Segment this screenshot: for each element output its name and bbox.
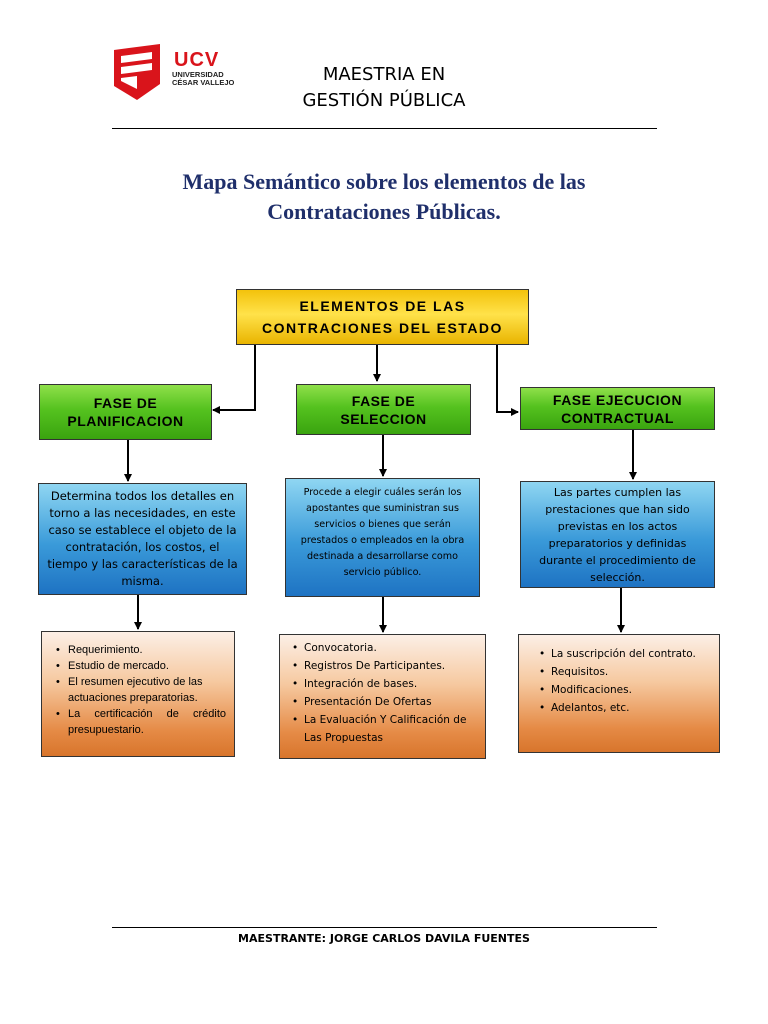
list-ejecucion: La suscripción del contrato. Requisitos.… <box>518 634 720 753</box>
list-seleccion: Convocatoria. Registros De Participantes… <box>279 634 486 759</box>
list-item: Presentación De Ofertas <box>286 693 479 711</box>
phase-planificacion: FASE DE PLANIFICACION <box>39 384 212 440</box>
list-item: Requisitos. <box>533 663 696 681</box>
list-item: La Evaluación Y Calificación de Las Prop… <box>286 711 479 747</box>
list-item: Modificaciones. <box>533 681 696 699</box>
header-divider <box>112 128 657 129</box>
list-item: La certificación de crédito presupuestar… <box>50 706 226 738</box>
list-item: La suscripción del contrato. <box>533 645 696 663</box>
list-item: El resumen ejecutivo de las actuaciones … <box>50 674 226 706</box>
footer-divider <box>112 927 657 928</box>
ucv-logo: UCV UNIVERSIDAD CÉSAR VALLEJO <box>112 44 242 102</box>
root-node: ELEMENTOS DE LAS CONTRACIONES DEL ESTADO <box>236 289 529 345</box>
program-title: MAESTRIA EN GESTIÓN PÚBLICA <box>302 64 466 111</box>
map-title: Mapa Semántico sobre los elementos de la… <box>182 169 586 224</box>
list-item: Estudio de mercado. <box>50 658 226 674</box>
logo-institution: UNIVERSIDAD CÉSAR VALLEJO <box>172 70 235 87</box>
desc-planificacion: Determina todos los detalles en torno a … <box>38 483 247 595</box>
phase-seleccion: FASE DE SELECCION <box>296 384 471 435</box>
list-item: Requerimiento. <box>50 642 226 658</box>
phase-ejecucion: FASE EJECUCION CONTRACTUAL <box>520 387 715 430</box>
list-item: Integración de bases. <box>286 675 479 693</box>
arrow-root-to-planificacion <box>212 345 256 414</box>
list-item: Convocatoria. <box>286 639 479 657</box>
desc-ejecucion: Las partes cumplen las prestaciones que … <box>520 481 715 588</box>
logo-acronym: UCV <box>174 49 220 71</box>
list-item: Registros De Participantes. <box>286 657 479 675</box>
author-line: MAESTRANTE: JORGE CARLOS DAVILA FUENTES <box>238 932 530 945</box>
list-planificacion: Requerimiento. Estudio de mercado. El re… <box>41 631 235 757</box>
ucv-shield-icon <box>114 44 160 100</box>
arrow-root-to-ejecucion <box>496 345 519 416</box>
list-item: Adelantos, etc. <box>533 699 696 717</box>
desc-seleccion: Procede a elegir cuáles serán los aposta… <box>285 478 480 597</box>
